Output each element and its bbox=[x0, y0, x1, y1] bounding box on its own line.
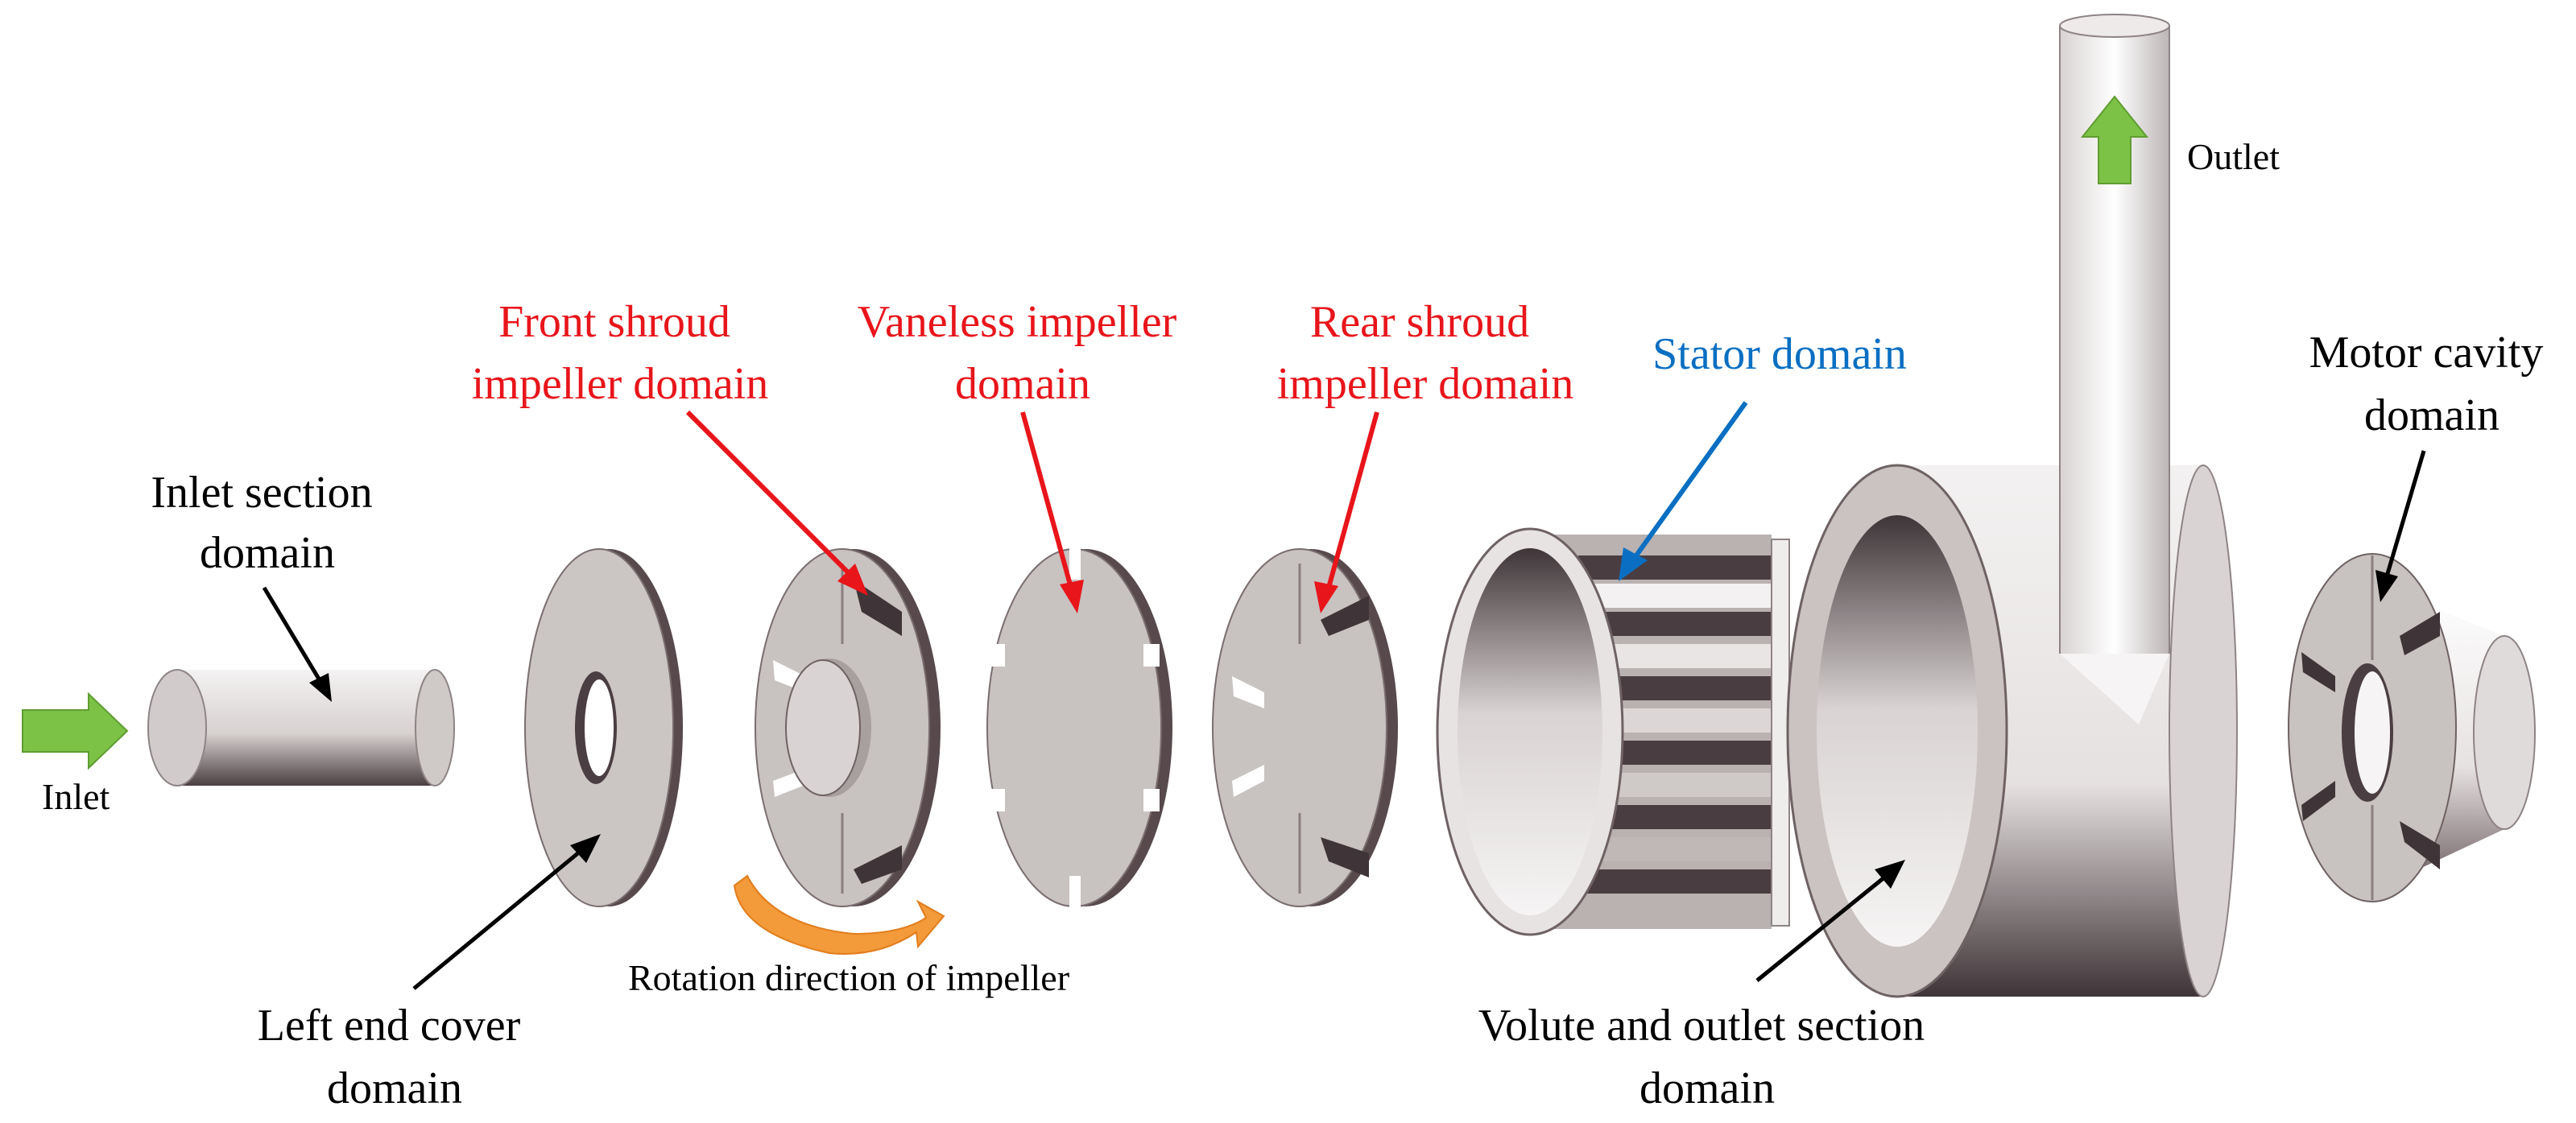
volute-outlet-label: Volute and outlet section domain bbox=[1478, 1001, 1936, 1113]
motor-cavity-pointer bbox=[2375, 450, 2426, 602]
outlet-flow-arrow bbox=[2080, 95, 2149, 184]
rotation-label: Rotation direction of impeller bbox=[628, 957, 1069, 998]
outlet-label: Outlet bbox=[2187, 136, 2280, 177]
left-end-cover-disc bbox=[524, 548, 683, 907]
rear-shroud-label: Rear shroud impeller domain bbox=[1277, 297, 1574, 409]
vaneless-label: Vaneless impeller domain bbox=[858, 297, 1189, 409]
inlet-flow-arrow bbox=[22, 692, 129, 770]
stator-pointer bbox=[1619, 401, 1748, 581]
left-end-cover-pointer bbox=[412, 834, 601, 990]
motor-cavity-label: Motor cavity domain bbox=[2309, 328, 2555, 440]
stator-cylinder bbox=[1436, 527, 1790, 936]
inlet-label: Inlet bbox=[42, 776, 110, 817]
inlet-section-pointer bbox=[262, 586, 332, 702]
motor-cavity bbox=[2288, 553, 2536, 902]
volute-outlet-pointer bbox=[1755, 860, 1905, 982]
stator-label: Stator domain bbox=[1652, 329, 1907, 379]
inlet-section-cylinder bbox=[147, 669, 455, 787]
rotation-arrow bbox=[733, 874, 945, 955]
vaneless-impeller bbox=[986, 547, 1172, 908]
front-shroud-label: Front shroud impeller domain bbox=[472, 297, 769, 409]
left-end-cover-label: Left end cover domain bbox=[258, 1001, 531, 1113]
rear-shroud-impeller bbox=[1212, 548, 1398, 907]
front-shroud-pointer bbox=[685, 410, 868, 596]
rear-shroud-pointer bbox=[1314, 411, 1379, 613]
vaneless-pointer bbox=[1020, 411, 1084, 613]
front-shroud-impeller bbox=[755, 548, 941, 907]
inlet-section-label: Inlet section domain bbox=[151, 468, 383, 578]
